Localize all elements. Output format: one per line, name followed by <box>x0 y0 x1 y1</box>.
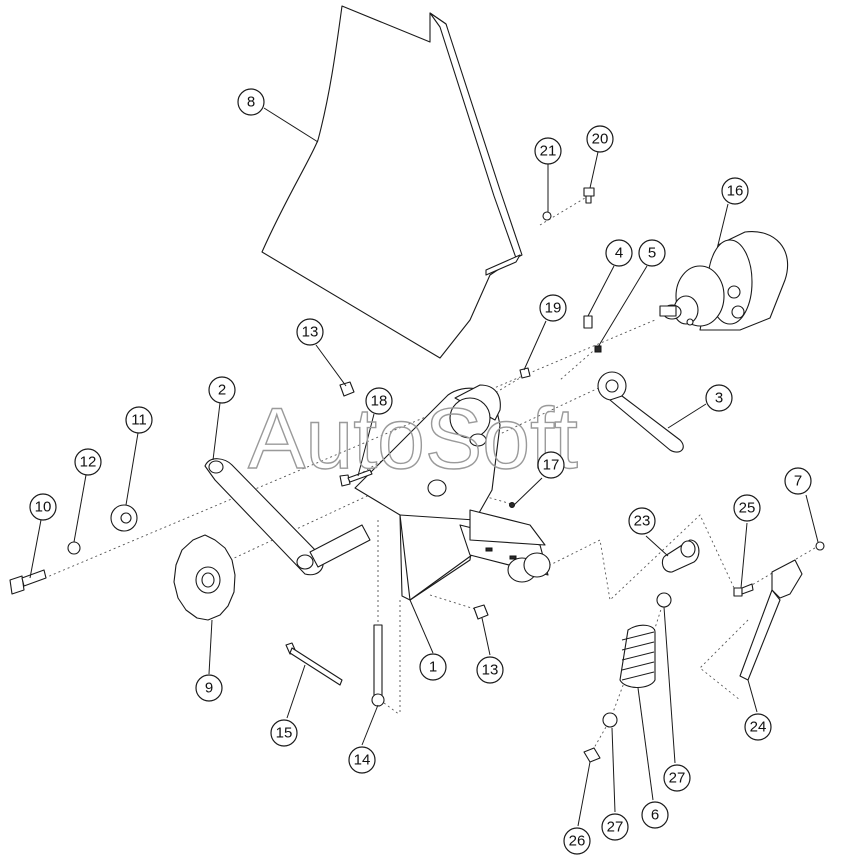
callout-16-label: 16 <box>727 183 744 200</box>
callout-5-label: 5 <box>648 245 656 262</box>
callout-3-label: 3 <box>715 390 723 407</box>
part-1-bracket <box>354 384 551 601</box>
callout-12: 12 <box>74 448 102 476</box>
callout-19: 19 <box>539 294 567 322</box>
callout-27-left-label: 27 <box>607 819 624 836</box>
callout-21: 21 <box>534 137 562 165</box>
callout-15: 15 <box>270 719 298 747</box>
callout-21-label: 21 <box>540 143 557 160</box>
callout-13-lower: 13 <box>476 656 504 684</box>
callout-11-label: 11 <box>131 412 147 429</box>
callout-9-label: 9 <box>205 680 213 697</box>
callout-8-label: 8 <box>247 94 255 111</box>
callout-13-upper: 13 <box>296 318 324 346</box>
callout-14-label: 14 <box>354 752 371 769</box>
callout-leaders <box>29 107 819 827</box>
callout-27-left: 27 <box>601 813 629 841</box>
callout-11: 11 <box>125 406 153 434</box>
watermark-text: AutoSoft <box>248 391 578 487</box>
callout-25-label: 25 <box>739 500 756 517</box>
callout-25: 25 <box>733 494 761 522</box>
callout-6: 6 <box>641 801 669 829</box>
part-3-link <box>597 371 684 453</box>
callout-24: 24 <box>744 713 772 741</box>
callout-2: 2 <box>208 376 236 404</box>
callout-27-right-label: 27 <box>669 770 686 787</box>
callout-8: 8 <box>237 88 265 116</box>
callout-26: 26 <box>563 827 591 855</box>
callout-24-label: 24 <box>750 719 767 736</box>
callout-23: 23 <box>628 507 656 535</box>
callout-4-label: 4 <box>615 245 623 262</box>
callout-10-label: 10 <box>35 499 52 516</box>
part-2-arm <box>204 458 371 576</box>
callout-26-label: 26 <box>569 833 586 850</box>
callout-3: 3 <box>705 384 733 412</box>
callout-10: 10 <box>29 493 57 521</box>
callout-18: 18 <box>365 387 393 415</box>
callouts: 8 21 20 16 4 5 19 13 18 2 3 17 11 12 10 … <box>29 88 812 855</box>
callout-6-label: 6 <box>651 807 659 824</box>
callout-9: 9 <box>195 674 223 702</box>
hardware-parts <box>9 187 825 763</box>
callout-1-label: 1 <box>429 659 437 676</box>
callout-13-upper-label: 13 <box>302 324 319 341</box>
callout-5: 5 <box>638 239 666 267</box>
callout-15-label: 15 <box>276 725 293 742</box>
callout-7: 7 <box>784 467 812 495</box>
callout-23-label: 23 <box>634 513 651 530</box>
callout-20-label: 20 <box>592 131 609 148</box>
callout-13-lower-label: 13 <box>482 662 499 679</box>
callout-2-label: 2 <box>218 382 226 399</box>
callout-27-right: 27 <box>663 764 691 792</box>
part-16-motor <box>659 231 789 331</box>
callout-1: 1 <box>419 653 447 681</box>
callout-12-label: 12 <box>80 454 97 471</box>
callout-18-label: 18 <box>371 393 388 410</box>
part-8-shield <box>261 5 523 359</box>
callout-7-label: 7 <box>794 473 802 490</box>
callout-16: 16 <box>721 177 749 205</box>
callout-4: 4 <box>605 239 633 267</box>
callout-20: 20 <box>586 125 614 153</box>
callout-17: 17 <box>537 451 565 479</box>
callout-19-label: 19 <box>545 300 562 317</box>
callout-14: 14 <box>348 746 376 774</box>
callout-17-label: 17 <box>543 457 560 474</box>
